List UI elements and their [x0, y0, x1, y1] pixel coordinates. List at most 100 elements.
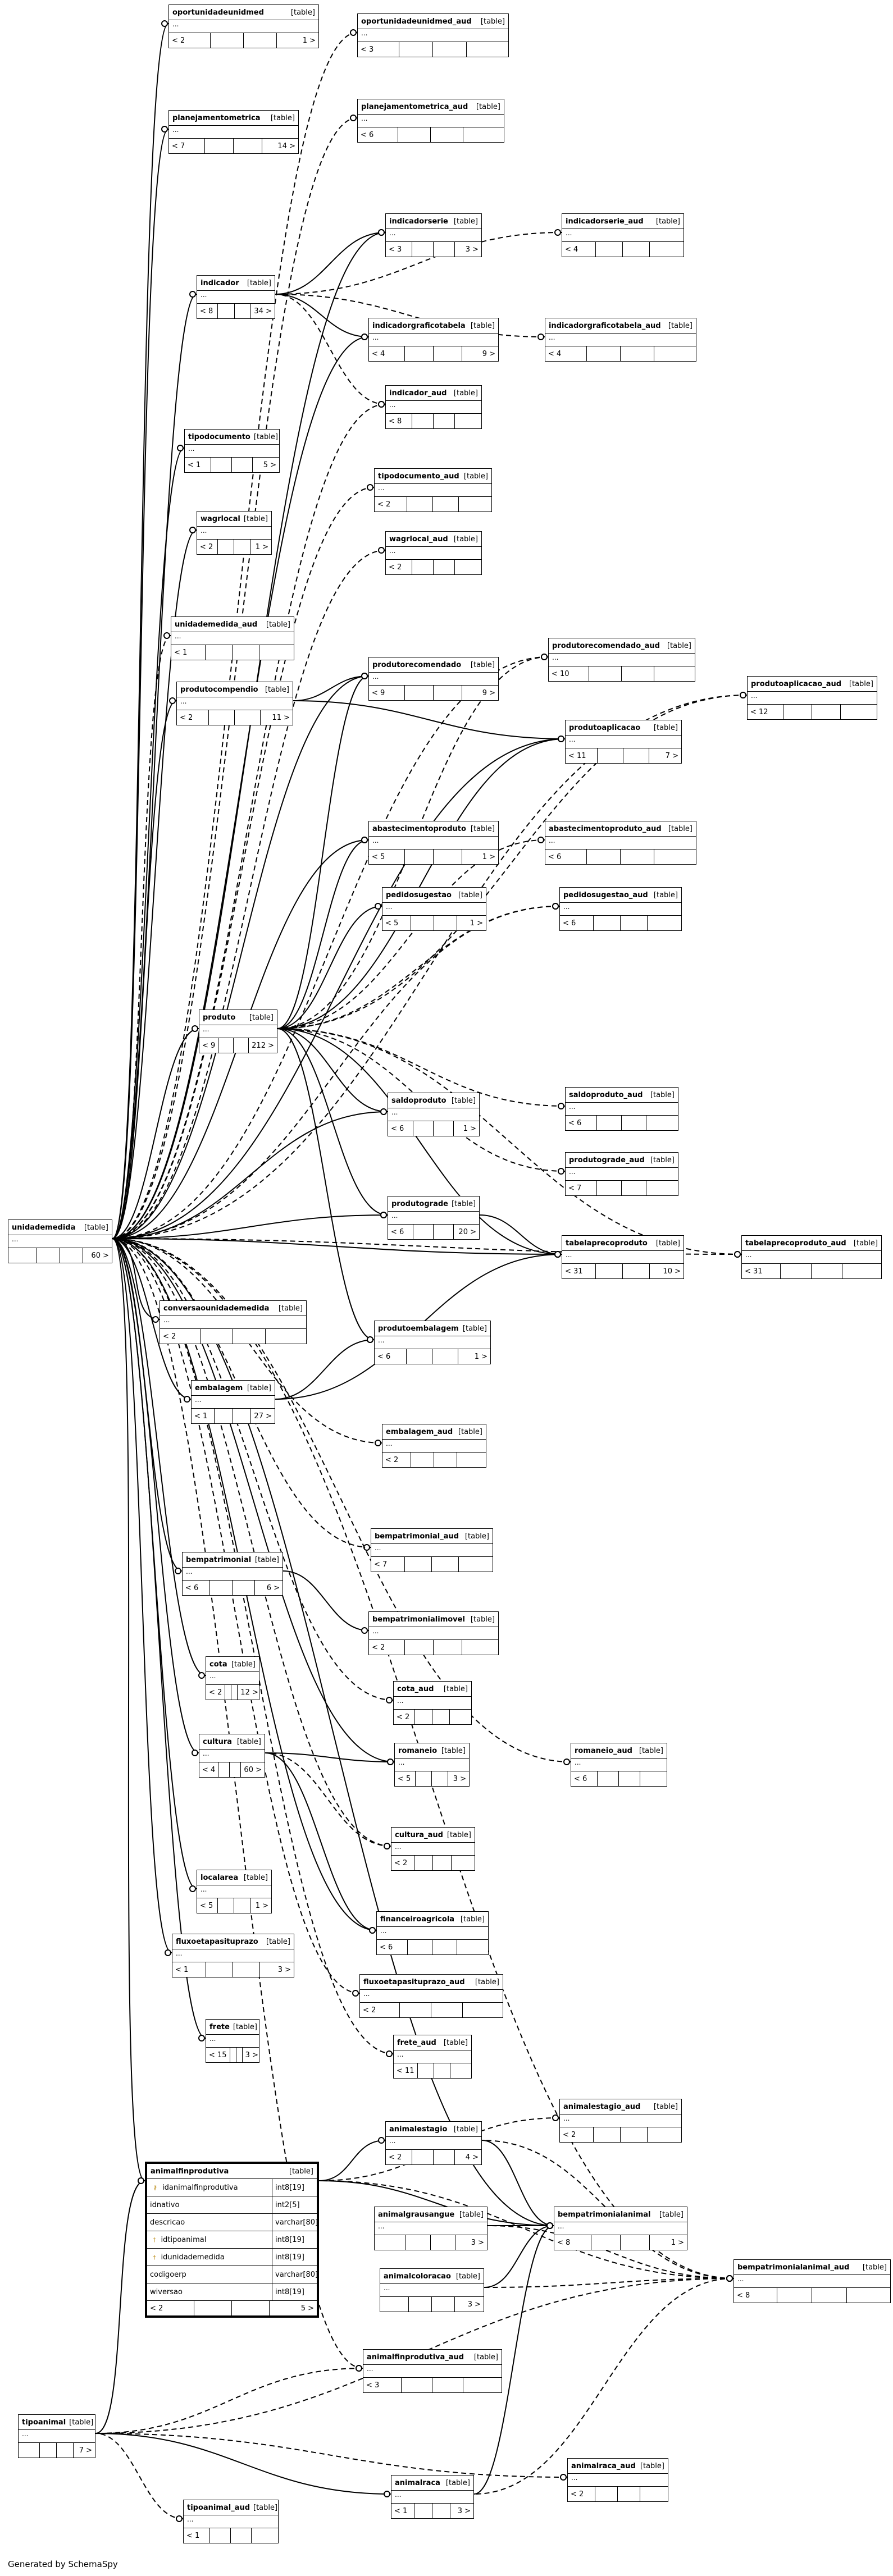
children-count[interactable]	[455, 560, 481, 574]
table-name[interactable]: animalestagio_aud	[563, 2102, 641, 2111]
parents-count[interactable]: < 2	[169, 33, 211, 48]
table-name[interactable]: fluxoetapasituprazo_aud	[363, 1977, 465, 1986]
table-embalagem-aud[interactable]: embalagem_aud[table]...< 2	[382, 1424, 486, 1468]
table-animalfinprodutiva-aud[interactable]: animalfinprodutiva_aud[table]...< 3	[363, 2349, 502, 2393]
table-name[interactable]: produtocompendio	[180, 685, 258, 694]
table-animalraca-aud[interactable]: animalraca_aud[table]...< 2	[567, 2458, 668, 2502]
parents-count[interactable]: < 5	[382, 916, 412, 930]
table-name[interactable]: tabelaprecoproduto	[566, 1239, 648, 1248]
table-name[interactable]: cultura_aud	[395, 1830, 443, 1839]
parents-count[interactable]	[380, 2297, 409, 2312]
parents-count[interactable]: < 2	[386, 2150, 413, 2164]
children-count[interactable]	[648, 916, 681, 930]
children-count[interactable]	[463, 2378, 502, 2392]
children-count[interactable]: 1 >	[463, 1124, 476, 1133]
table-indicador-aud[interactable]: indicador_aud[table]...< 8	[385, 385, 482, 429]
children-count[interactable]: 1 >	[255, 542, 268, 551]
table-financeiroagricola[interactable]: financeiroagricola[table]...< 6	[376, 1911, 489, 1955]
children-count[interactable]: 60 >	[91, 1251, 109, 1260]
children-count[interactable]	[648, 2127, 681, 2142]
table-name[interactable]: produtograde	[391, 1199, 448, 1208]
parents-count[interactable]: < 6	[388, 1121, 413, 1136]
table-produtograde-aud[interactable]: produtograde_aud[table]...< 7	[565, 1152, 678, 1196]
children-count[interactable]: 1 >	[470, 919, 483, 928]
children-count[interactable]: 212 >	[252, 1041, 274, 1050]
table-name[interactable]: abastecimentoproduto	[372, 824, 466, 833]
parents-count[interactable]: < 2	[386, 560, 413, 574]
table-pedidosugestao-aud[interactable]: pedidosugestao_aud[table]...< 6	[559, 887, 682, 931]
parents-count[interactable]: < 8	[386, 414, 413, 428]
children-count[interactable]: 27 >	[254, 1412, 272, 1421]
parents-count[interactable]: < 6	[377, 1940, 408, 1954]
parents-count[interactable]: < 6	[358, 127, 399, 142]
table-name[interactable]: wagrlocal_aud	[389, 535, 448, 543]
table-name[interactable]: animalraca	[395, 2478, 440, 2487]
table-name[interactable]: pedidosugestao	[386, 890, 452, 899]
children-count[interactable]: 5 >	[263, 460, 276, 469]
table-name[interactable]: produtoaplicacao_aud	[751, 679, 842, 688]
children-count[interactable]: 9 >	[482, 688, 495, 697]
parents-count[interactable]: < 5	[369, 849, 405, 864]
table-name[interactable]: bempatrimonial	[186, 1555, 252, 1564]
table-name[interactable]: tipoanimal_aud	[187, 2503, 250, 2512]
table-name[interactable]: indicadorserie_aud	[566, 217, 644, 226]
children-count[interactable]: 1 >	[482, 852, 495, 861]
parents-count[interactable]: < 4	[545, 346, 587, 361]
parents-count[interactable]: < 5	[395, 1771, 416, 1786]
parents-count[interactable]: < 3	[363, 2378, 402, 2392]
table-abastecimentoproduto-aud[interactable]: abastecimentoproduto_aud[table]...< 6	[545, 821, 696, 865]
table-name[interactable]: unidademedida	[12, 1223, 76, 1232]
table-indicadorgraficotabela-aud[interactable]: indicadorgraficotabela_aud[table]...< 4	[545, 318, 696, 362]
children-count[interactable]	[640, 1771, 667, 1786]
table-indicadorserie-aud[interactable]: indicadorserie_aud[table]...< 4	[562, 213, 684, 257]
parents-count[interactable]	[8, 1248, 38, 1263]
children-count[interactable]	[654, 346, 696, 361]
table-name[interactable]: embalagem	[195, 1383, 243, 1392]
parents-count[interactable]: < 11	[566, 748, 598, 763]
table-name[interactable]: tipodocumento_aud	[378, 472, 459, 481]
table-tipoanimal-aud[interactable]: tipoanimal_aud[table]...< 1	[183, 2500, 279, 2543]
children-count[interactable]	[452, 1856, 475, 1870]
table-name[interactable]: animalgrausangue	[378, 2210, 455, 2219]
table-name[interactable]: animalraca_aud	[571, 2461, 636, 2470]
table-name[interactable]: bempatrimonial_aud	[375, 1532, 459, 1541]
parents-count[interactable]: < 6	[545, 849, 587, 864]
table-unidademedida-aud[interactable]: unidademedida_aud[table]...< 1	[171, 616, 294, 660]
parents-count[interactable]: < 3	[386, 242, 413, 257]
parents-count[interactable]: < 2	[369, 1640, 405, 1655]
table-name[interactable]: pedidosugestao_aud	[563, 890, 648, 899]
table-cota-aud[interactable]: cota_aud[table]...< 2	[393, 1681, 472, 1725]
table-name[interactable]: bempatrimonialimovel	[372, 1615, 465, 1624]
children-count[interactable]: 3 >	[245, 2050, 258, 2059]
parents-count[interactable]: < 2	[206, 1685, 226, 1700]
table-name[interactable]: animalfinprodutiva_aud	[367, 2353, 464, 2362]
parents-count[interactable]: < 2	[391, 1856, 415, 1870]
table-name[interactable]: romaneio_aud	[575, 1746, 632, 1755]
table-tipoanimal[interactable]: tipoanimal[table]...7 >	[18, 2414, 95, 2458]
table-animalgrausangue[interactable]: animalgrausangue[table]...3 >	[374, 2207, 487, 2250]
table-name[interactable]: planejamentometrica	[172, 113, 261, 122]
parents-count[interactable]: < 4	[199, 1762, 219, 1777]
children-count[interactable]: 1 >	[255, 1901, 268, 1910]
table-name[interactable]: frete_aud	[397, 2038, 436, 2047]
children-count[interactable]	[462, 1640, 498, 1655]
parents-count[interactable]: < 9	[199, 1038, 219, 1053]
children-count[interactable]: 3 >	[457, 2506, 471, 2515]
parents-count[interactable]: < 7	[169, 139, 205, 153]
children-count[interactable]	[646, 1116, 678, 1130]
children-count[interactable]	[459, 1557, 493, 1572]
table-name[interactable]: romaneio	[398, 1746, 438, 1755]
